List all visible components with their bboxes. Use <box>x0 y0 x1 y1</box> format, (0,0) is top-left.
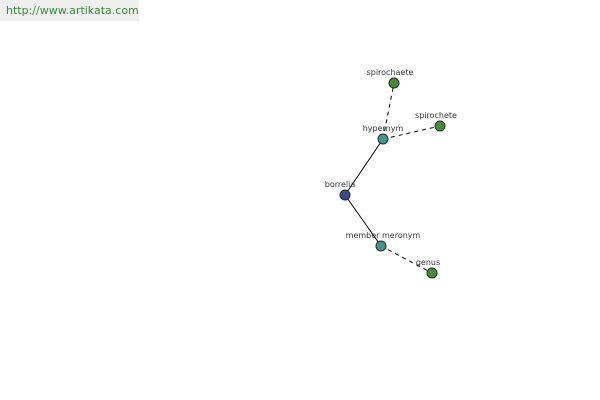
watermark-link[interactable]: http://www.artikata.com <box>0 0 139 21</box>
edge-borrelia-member-meronym <box>344 194 382 247</box>
node-label-genus: genus <box>416 258 440 267</box>
node-spirochete[interactable]: spirochete <box>415 111 457 132</box>
node-label-spirochaete: spirochaete <box>367 68 414 77</box>
edge-member-meronym-genus <box>380 245 433 274</box>
node-borrelia[interactable]: borrelia <box>325 180 356 201</box>
node-member-meronym[interactable]: member meronym <box>346 231 421 252</box>
node-label-spirochete: spirochete <box>415 111 457 120</box>
node-label-hypernym: hypernym <box>363 124 404 133</box>
edge-borrelia-hypernym <box>344 138 384 196</box>
edge-hypernym-spirochete <box>382 125 441 140</box>
node-genus[interactable]: genus <box>416 258 440 279</box>
node-label-member-meronym: member meronym <box>346 231 421 240</box>
edge-hypernym-spirochaete <box>382 82 395 140</box>
node-label-borrelia: borrelia <box>325 180 356 189</box>
node-hypernym[interactable]: hypernym <box>363 124 404 145</box>
node-spirochaete[interactable]: spirochaete <box>367 68 414 89</box>
